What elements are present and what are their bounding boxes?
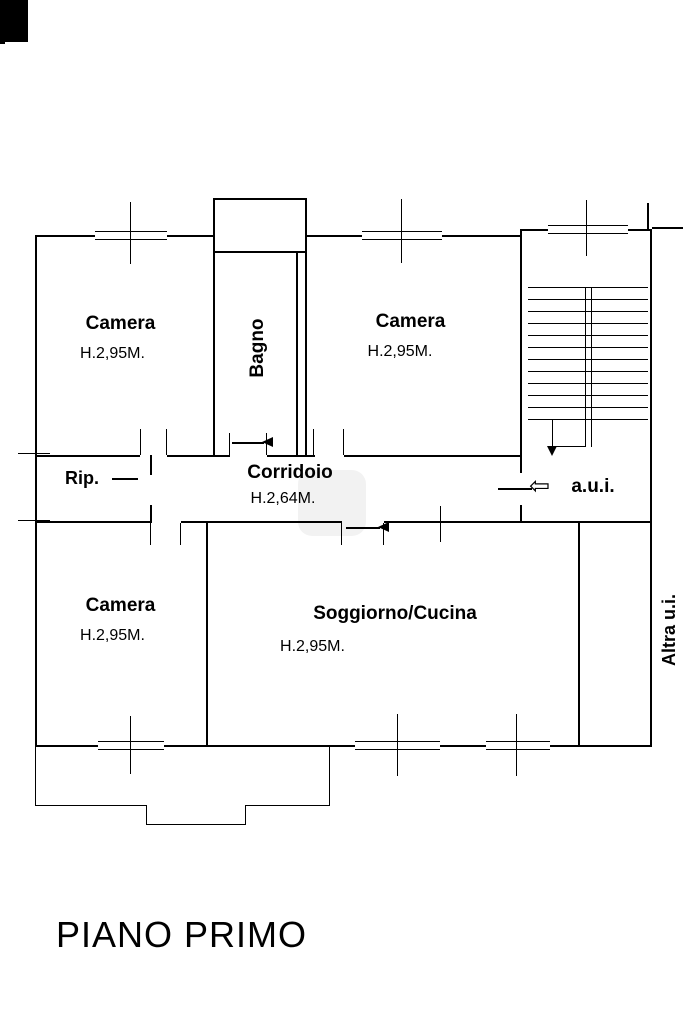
wall (35, 521, 150, 523)
wall (35, 745, 652, 747)
stair-tread (528, 407, 648, 408)
room-label-camera-bottom-left: Camera (85, 595, 156, 616)
wall-tick (18, 453, 50, 454)
wall (384, 521, 652, 523)
wall (206, 521, 208, 747)
stair-direction-line (552, 446, 585, 447)
edge-mark (0, 0, 5, 44)
window (548, 225, 628, 234)
wall-tick (18, 520, 50, 521)
room-label-bagno: Bagno (247, 318, 268, 378)
stair-tread (528, 359, 648, 360)
window-tick (130, 716, 131, 774)
door-jamb (180, 523, 181, 545)
door-jamb (313, 429, 314, 455)
stair-tread (528, 299, 648, 300)
balcony-edge (329, 747, 330, 806)
window-tick (586, 200, 587, 256)
shaft-box (213, 198, 307, 253)
balcony-edge (245, 805, 246, 825)
wall (181, 521, 342, 523)
door-leaf (346, 527, 380, 529)
wall (520, 505, 522, 523)
window-tick (130, 202, 131, 264)
room-label-aui: a.u.i. (571, 476, 615, 497)
balcony-edge (146, 824, 246, 825)
wall (305, 253, 307, 455)
door-jamb (229, 433, 230, 455)
room-label-altra-ui: Altra u.i. (659, 594, 679, 667)
window-tick (401, 199, 402, 263)
door-jamb (150, 523, 151, 545)
wall (213, 253, 215, 455)
room-height-soggiorno-cucina: H.2,95M. (280, 638, 345, 655)
watermark (298, 470, 366, 536)
stair-divider (591, 287, 592, 447)
stair-divider (585, 287, 586, 447)
window (362, 231, 442, 240)
stair-tread (528, 371, 648, 372)
stair-tread (528, 287, 648, 288)
door-arrowhead-icon (262, 437, 273, 447)
door-jamb (341, 523, 342, 545)
wall (296, 253, 298, 455)
window (95, 231, 167, 240)
exit-arrow-icon: ⇦ (529, 471, 550, 500)
room-height-camera-bottom-left: H.2,95M. (80, 627, 145, 644)
wall (578, 521, 580, 747)
room-height-camera-top-left: H.2,95M. (80, 345, 145, 362)
window (486, 741, 550, 750)
window-tick (516, 714, 517, 776)
wall (344, 455, 520, 457)
wall (150, 455, 152, 475)
stair-direction-line (552, 419, 553, 447)
door-leaf (112, 478, 138, 480)
door-jamb (440, 506, 441, 542)
room-label-rip: Rip. (65, 468, 99, 488)
room-label-camera-top-right: Camera (375, 311, 446, 332)
wall (167, 455, 230, 457)
balcony-edge (35, 805, 147, 806)
room-height-corridoio: H.2,64M. (250, 490, 316, 507)
door-arrowhead-icon (378, 522, 389, 532)
wall (35, 455, 140, 457)
stair-tread (528, 395, 648, 396)
stair-tread (528, 383, 648, 384)
door-leaf (498, 488, 532, 490)
door-jamb (343, 429, 344, 455)
wall (647, 203, 649, 229)
stair-tread (528, 347, 648, 348)
window-tick (397, 714, 398, 776)
stair-tread (528, 311, 648, 312)
wall (35, 235, 37, 747)
wall (650, 229, 652, 747)
room-label-corridoio: Corridoio (247, 462, 333, 483)
door-leaf (232, 442, 264, 444)
wall (652, 227, 683, 229)
door-jamb (140, 429, 141, 455)
window (98, 741, 164, 750)
wall (520, 229, 522, 473)
plan-title: PIANO PRIMO (56, 914, 308, 955)
balcony-edge (35, 747, 36, 806)
stair-tread (528, 335, 648, 336)
room-height-camera-top-right: H.2,95M. (367, 343, 433, 360)
door-jamb (383, 523, 384, 545)
wall (267, 455, 315, 457)
balcony-edge (146, 805, 147, 825)
door-jamb (166, 429, 167, 455)
room-label-soggiorno-cucina: Soggiorno/Cucina (313, 603, 477, 624)
stair-tread (528, 323, 648, 324)
balcony-edge (245, 805, 330, 806)
stair-arrow-icon (547, 446, 557, 456)
room-label-camera-top-left: Camera (85, 313, 156, 334)
stair-tread (528, 419, 648, 420)
wall (150, 505, 152, 523)
